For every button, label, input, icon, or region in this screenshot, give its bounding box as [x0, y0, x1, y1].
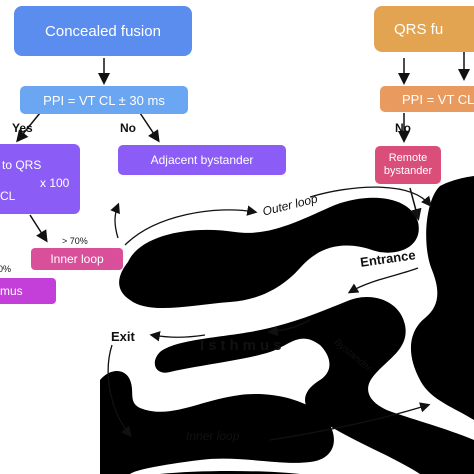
right-scar	[410, 176, 474, 420]
ppi-rule-right-label: PPI = VT CL	[402, 91, 474, 107]
ratio-box: to QRS CL x 100	[0, 144, 80, 214]
inner-loop-anatomy-label: Inner loop	[186, 429, 240, 443]
adjacent-bystander-box: Adjacent bystander	[118, 145, 286, 175]
yes-label: Yes	[12, 121, 33, 135]
upper-scar	[119, 197, 419, 309]
no-label-right: No	[395, 121, 411, 135]
ratio-multiplier: x 100	[40, 176, 70, 190]
middle-scar	[154, 296, 474, 474]
threshold-low-label: 0%	[0, 264, 12, 274]
concealed-fusion-label: Concealed fusion	[45, 22, 161, 40]
remote-bystander-label: Remote bystander	[383, 152, 433, 177]
remote-bystander-box: Remote bystander	[375, 146, 441, 184]
isthmus-box: mus	[0, 278, 56, 304]
exit-label: Exit	[111, 329, 135, 344]
no-label-left: No	[120, 121, 136, 135]
ratio-numerator: to QRS	[2, 158, 42, 172]
lower-scar	[100, 371, 334, 474]
ppi-rule-box: PPI = VT CL ± 30 ms	[20, 86, 188, 114]
qrs-fusion-label: QRS fu	[394, 20, 444, 38]
qrs-fusion-box: QRS fu	[374, 6, 474, 52]
isthmus-label: Isthmus	[200, 337, 286, 354]
ppi-rule-label: PPI = VT CL ± 30 ms	[43, 92, 165, 108]
ratio-denominator: CL	[0, 189, 16, 203]
adjacent-bystander-label: Adjacent bystander	[150, 153, 254, 167]
concealed-fusion-box: Concealed fusion	[14, 6, 192, 56]
threshold-high-label: > 70%	[62, 236, 88, 246]
ppi-rule-right-box: PPI = VT CL	[380, 86, 474, 112]
inner-loop-box: Inner loop	[31, 248, 123, 270]
isthmus-box-label: mus	[0, 284, 23, 298]
inner-loop-label: Inner loop	[50, 252, 104, 266]
